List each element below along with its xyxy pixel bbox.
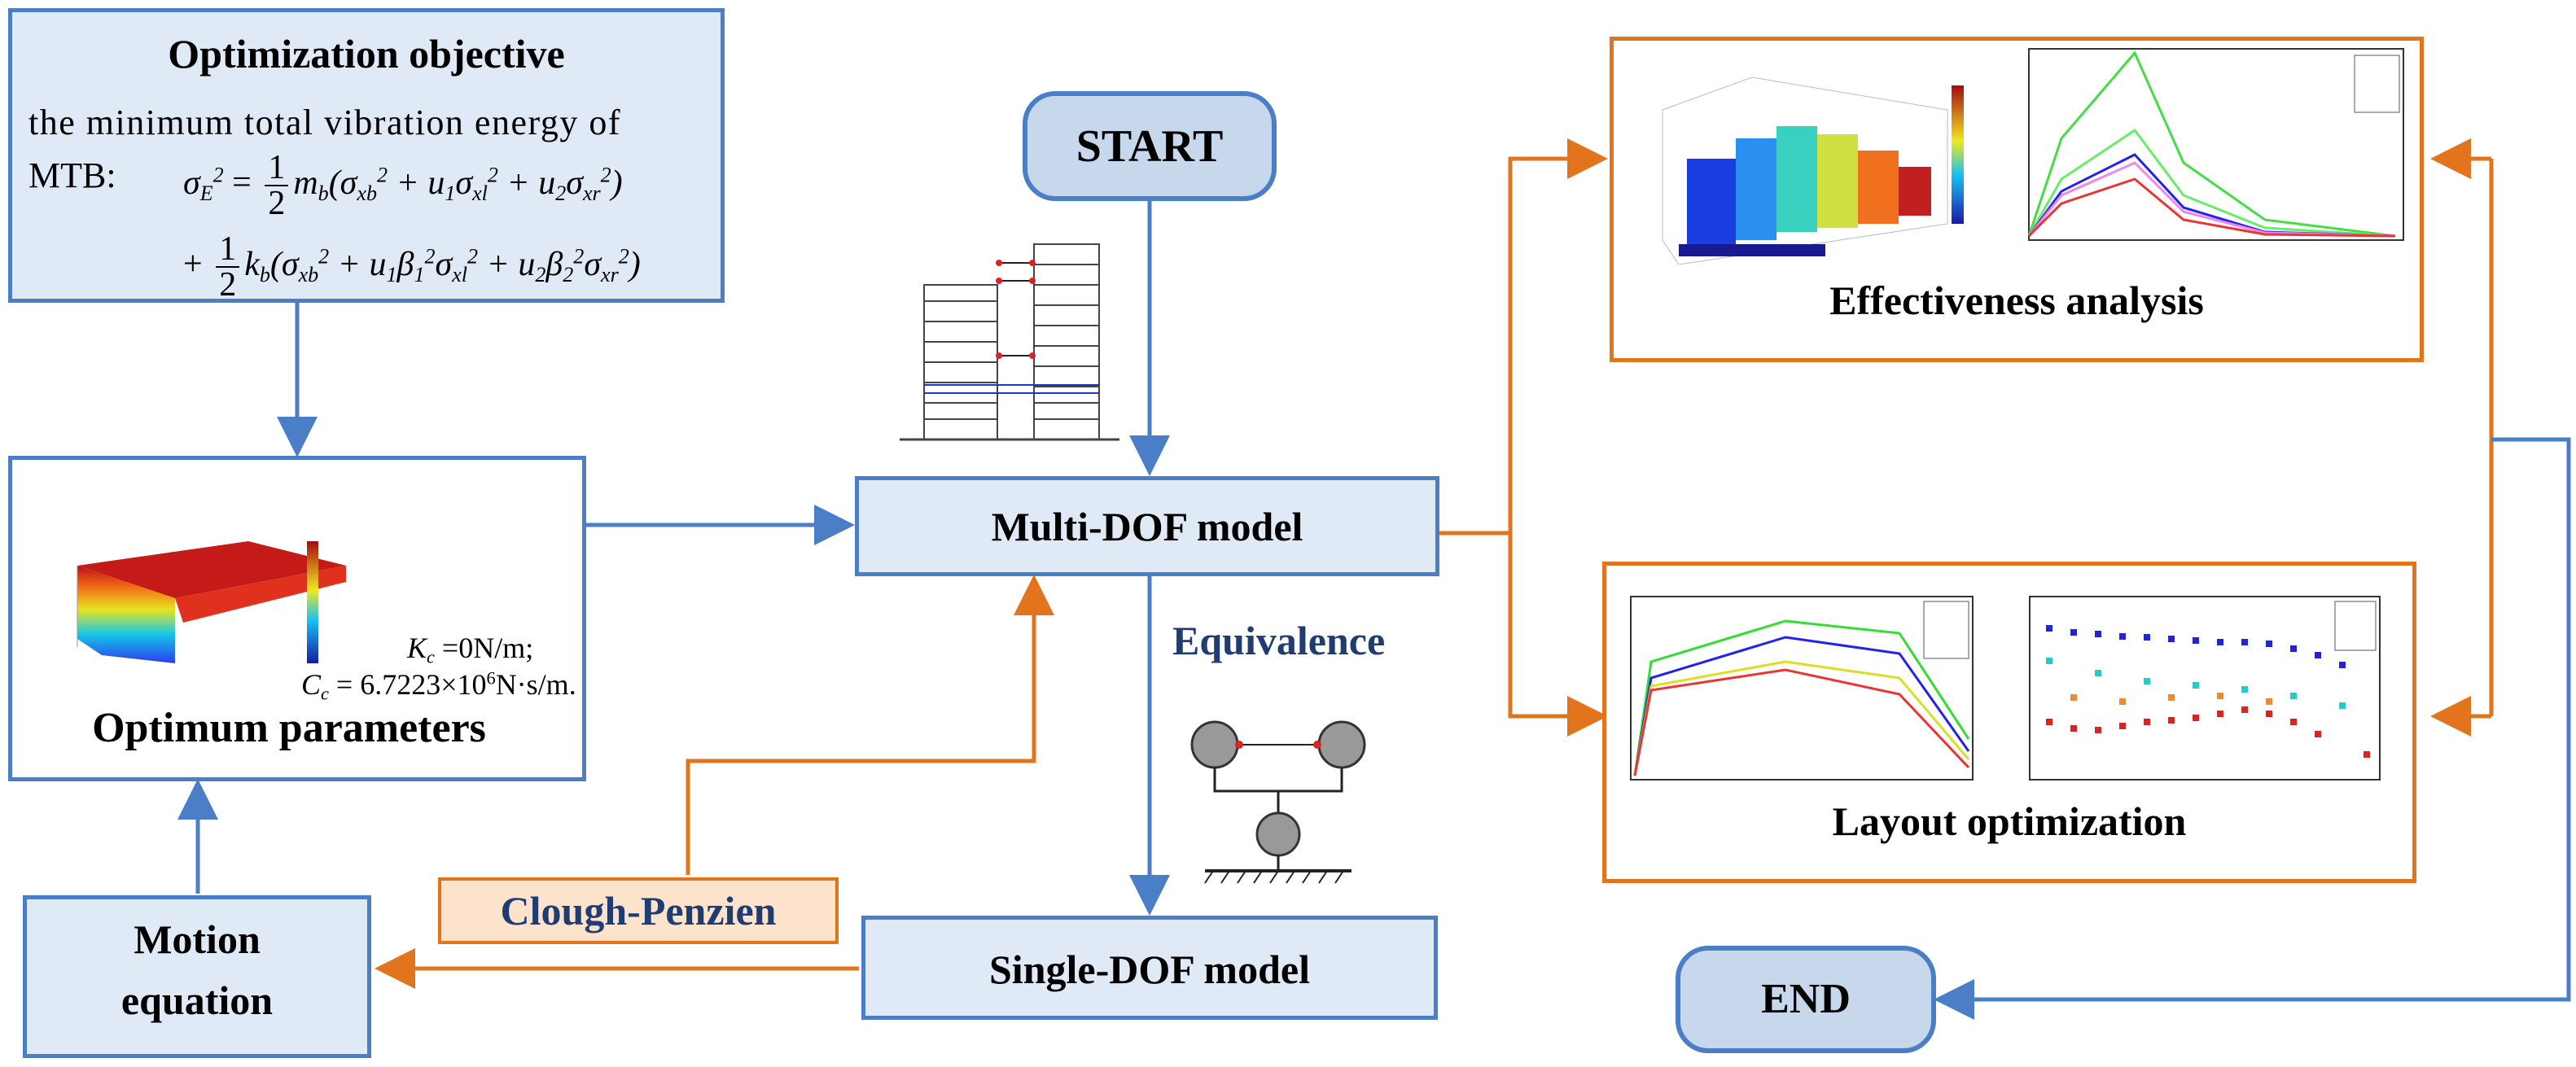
- motion-line2: equation: [120, 977, 274, 1023]
- objective-desc-line2: MTB:: [28, 155, 116, 195]
- effectiveness-label: Effectiveness analysis: [1829, 278, 2204, 323]
- arrow-multi-to-effectiveness: [1439, 138, 1608, 536]
- equivalence-label: Equivalence: [1172, 618, 1386, 663]
- optimum-box: Kc =0N/m; Cc = 6.7223×106N·s/m. Optimum …: [8, 456, 586, 781]
- single-dof-label: Single-DOF model: [989, 947, 1310, 992]
- arrow-multi-to-layout: [1508, 533, 1608, 737]
- motion-line1: Motion: [134, 916, 261, 962]
- optimum-surface-plot: [77, 541, 346, 663]
- layout-label: Layout optimization: [1832, 798, 2187, 844]
- objective-box: Optimization objective the minimum total…: [8, 8, 725, 303]
- effectiveness-box: Effectiveness analysis: [1610, 37, 2424, 362]
- optimum-cc: Cc = 6.7223×106N·s/m.: [301, 667, 576, 705]
- layout-line-plot: [1630, 596, 1974, 781]
- motion-box: Motion equation: [23, 895, 371, 1058]
- arrow-clough-to-multi: [686, 575, 1054, 875]
- cc-exponent: 6: [486, 667, 496, 689]
- cc-subscript: c: [321, 683, 329, 704]
- single-dof-sketch: [1190, 720, 1366, 884]
- end-label: END: [1761, 976, 1851, 1022]
- single-dof-box: Single-DOF model: [861, 916, 1438, 1020]
- optimum-colorbar: [307, 541, 318, 663]
- multi-dof-box: Multi-DOF model: [855, 476, 1439, 576]
- optimum-kc: Kc =0N/m;: [407, 631, 533, 668]
- start-node: START: [1023, 91, 1277, 201]
- end-node: END: [1676, 946, 1936, 1053]
- kc-subscript: c: [427, 646, 435, 667]
- kc-symbol: K: [407, 632, 427, 664]
- clough-label: Clough-Penzien: [500, 888, 777, 934]
- optimum-title: Optimum parameters: [92, 705, 486, 751]
- objective-desc-line1: the minimum total vibration energy of: [28, 103, 622, 142]
- building-model-sketch: [900, 243, 1119, 441]
- cc-value: = 6.7223×10: [328, 668, 487, 701]
- multi-dof-label: Multi-DOF model: [991, 504, 1303, 549]
- cc-unit: N·s/m.: [495, 668, 576, 701]
- start-label: START: [1076, 121, 1224, 172]
- kc-value: =0N/m;: [434, 632, 534, 664]
- effectiveness-line-plot: [2027, 48, 2404, 241]
- arrow-to-end: [1934, 437, 2571, 1020]
- layout-scatter-plot: [2029, 596, 2381, 781]
- effectiveness-bar3d-plot: [1662, 77, 1964, 265]
- layout-box: Layout optimization: [1602, 562, 2416, 883]
- clough-box: Clough-Penzien: [438, 877, 839, 944]
- objective-title: Optimization objective: [168, 31, 565, 77]
- cc-symbol: C: [301, 668, 322, 701]
